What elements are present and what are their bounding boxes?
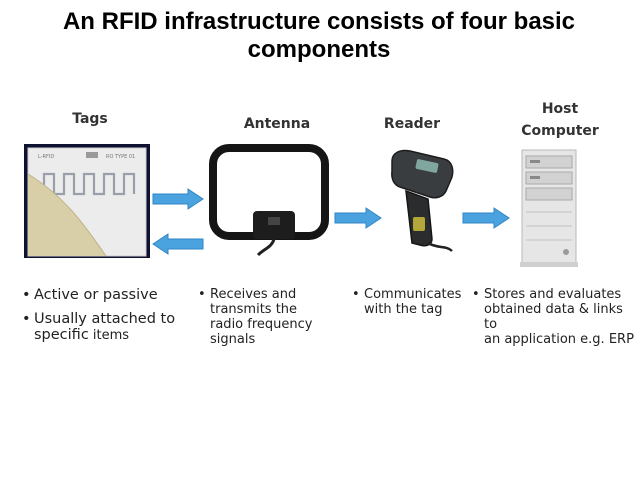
tags-bullet-1: Active or passive: [34, 287, 158, 303]
tag-print-right: RO TYPE 01: [106, 154, 135, 160]
tag-print-left: L-RFID: [38, 154, 54, 160]
list-item: • Receives and transmits the radio frequ…: [198, 287, 338, 347]
label-antenna: Antenna: [243, 116, 311, 132]
tags-bullet-2: Usually attached to specific items: [34, 311, 176, 343]
right-arrow-icon: [152, 188, 204, 210]
right-arrow-icon: [462, 207, 510, 229]
label-tags: Tags: [72, 111, 108, 127]
tags-bullet-list: •Active or passive • Usually attached to…: [22, 287, 192, 344]
host-bullet-list: • Stores and evaluates obtained data & l…: [472, 287, 636, 347]
label-host-line-1: Host: [541, 101, 579, 117]
reader-bullet-1: Communicates with the tag: [364, 287, 462, 317]
list-item: • Stores and evaluates obtained data & l…: [472, 287, 636, 347]
left-arrow-icon: [152, 233, 204, 255]
host-bullet-1: Stores and evaluates obtained data & lin…: [484, 287, 634, 347]
antenna-bullet-1: Receives and transmits the radio frequen…: [210, 287, 313, 347]
label-host-line-2: Computer: [521, 123, 599, 139]
rfid-tag-icon: L-RFID RO TYPE 01: [24, 144, 150, 258]
antenna-bullet-list: • Receives and transmits the radio frequ…: [198, 287, 338, 347]
list-item: • Usually attached to specific items: [22, 311, 192, 344]
computer-tower-icon: [520, 149, 578, 267]
right-arrow-icon: [334, 207, 382, 229]
page-title-line-2: components: [247, 36, 391, 63]
antenna-icon: [209, 144, 329, 257]
list-item: • Communicates with the tag: [352, 287, 470, 317]
list-item: •Active or passive: [22, 287, 192, 303]
page-title-line-1: An RFID infrastructure consists of four …: [62, 8, 576, 35]
handheld-reader-icon: [391, 149, 454, 252]
reader-bullet-list: • Communicates with the tag: [352, 287, 470, 317]
label-reader: Reader: [383, 116, 441, 132]
